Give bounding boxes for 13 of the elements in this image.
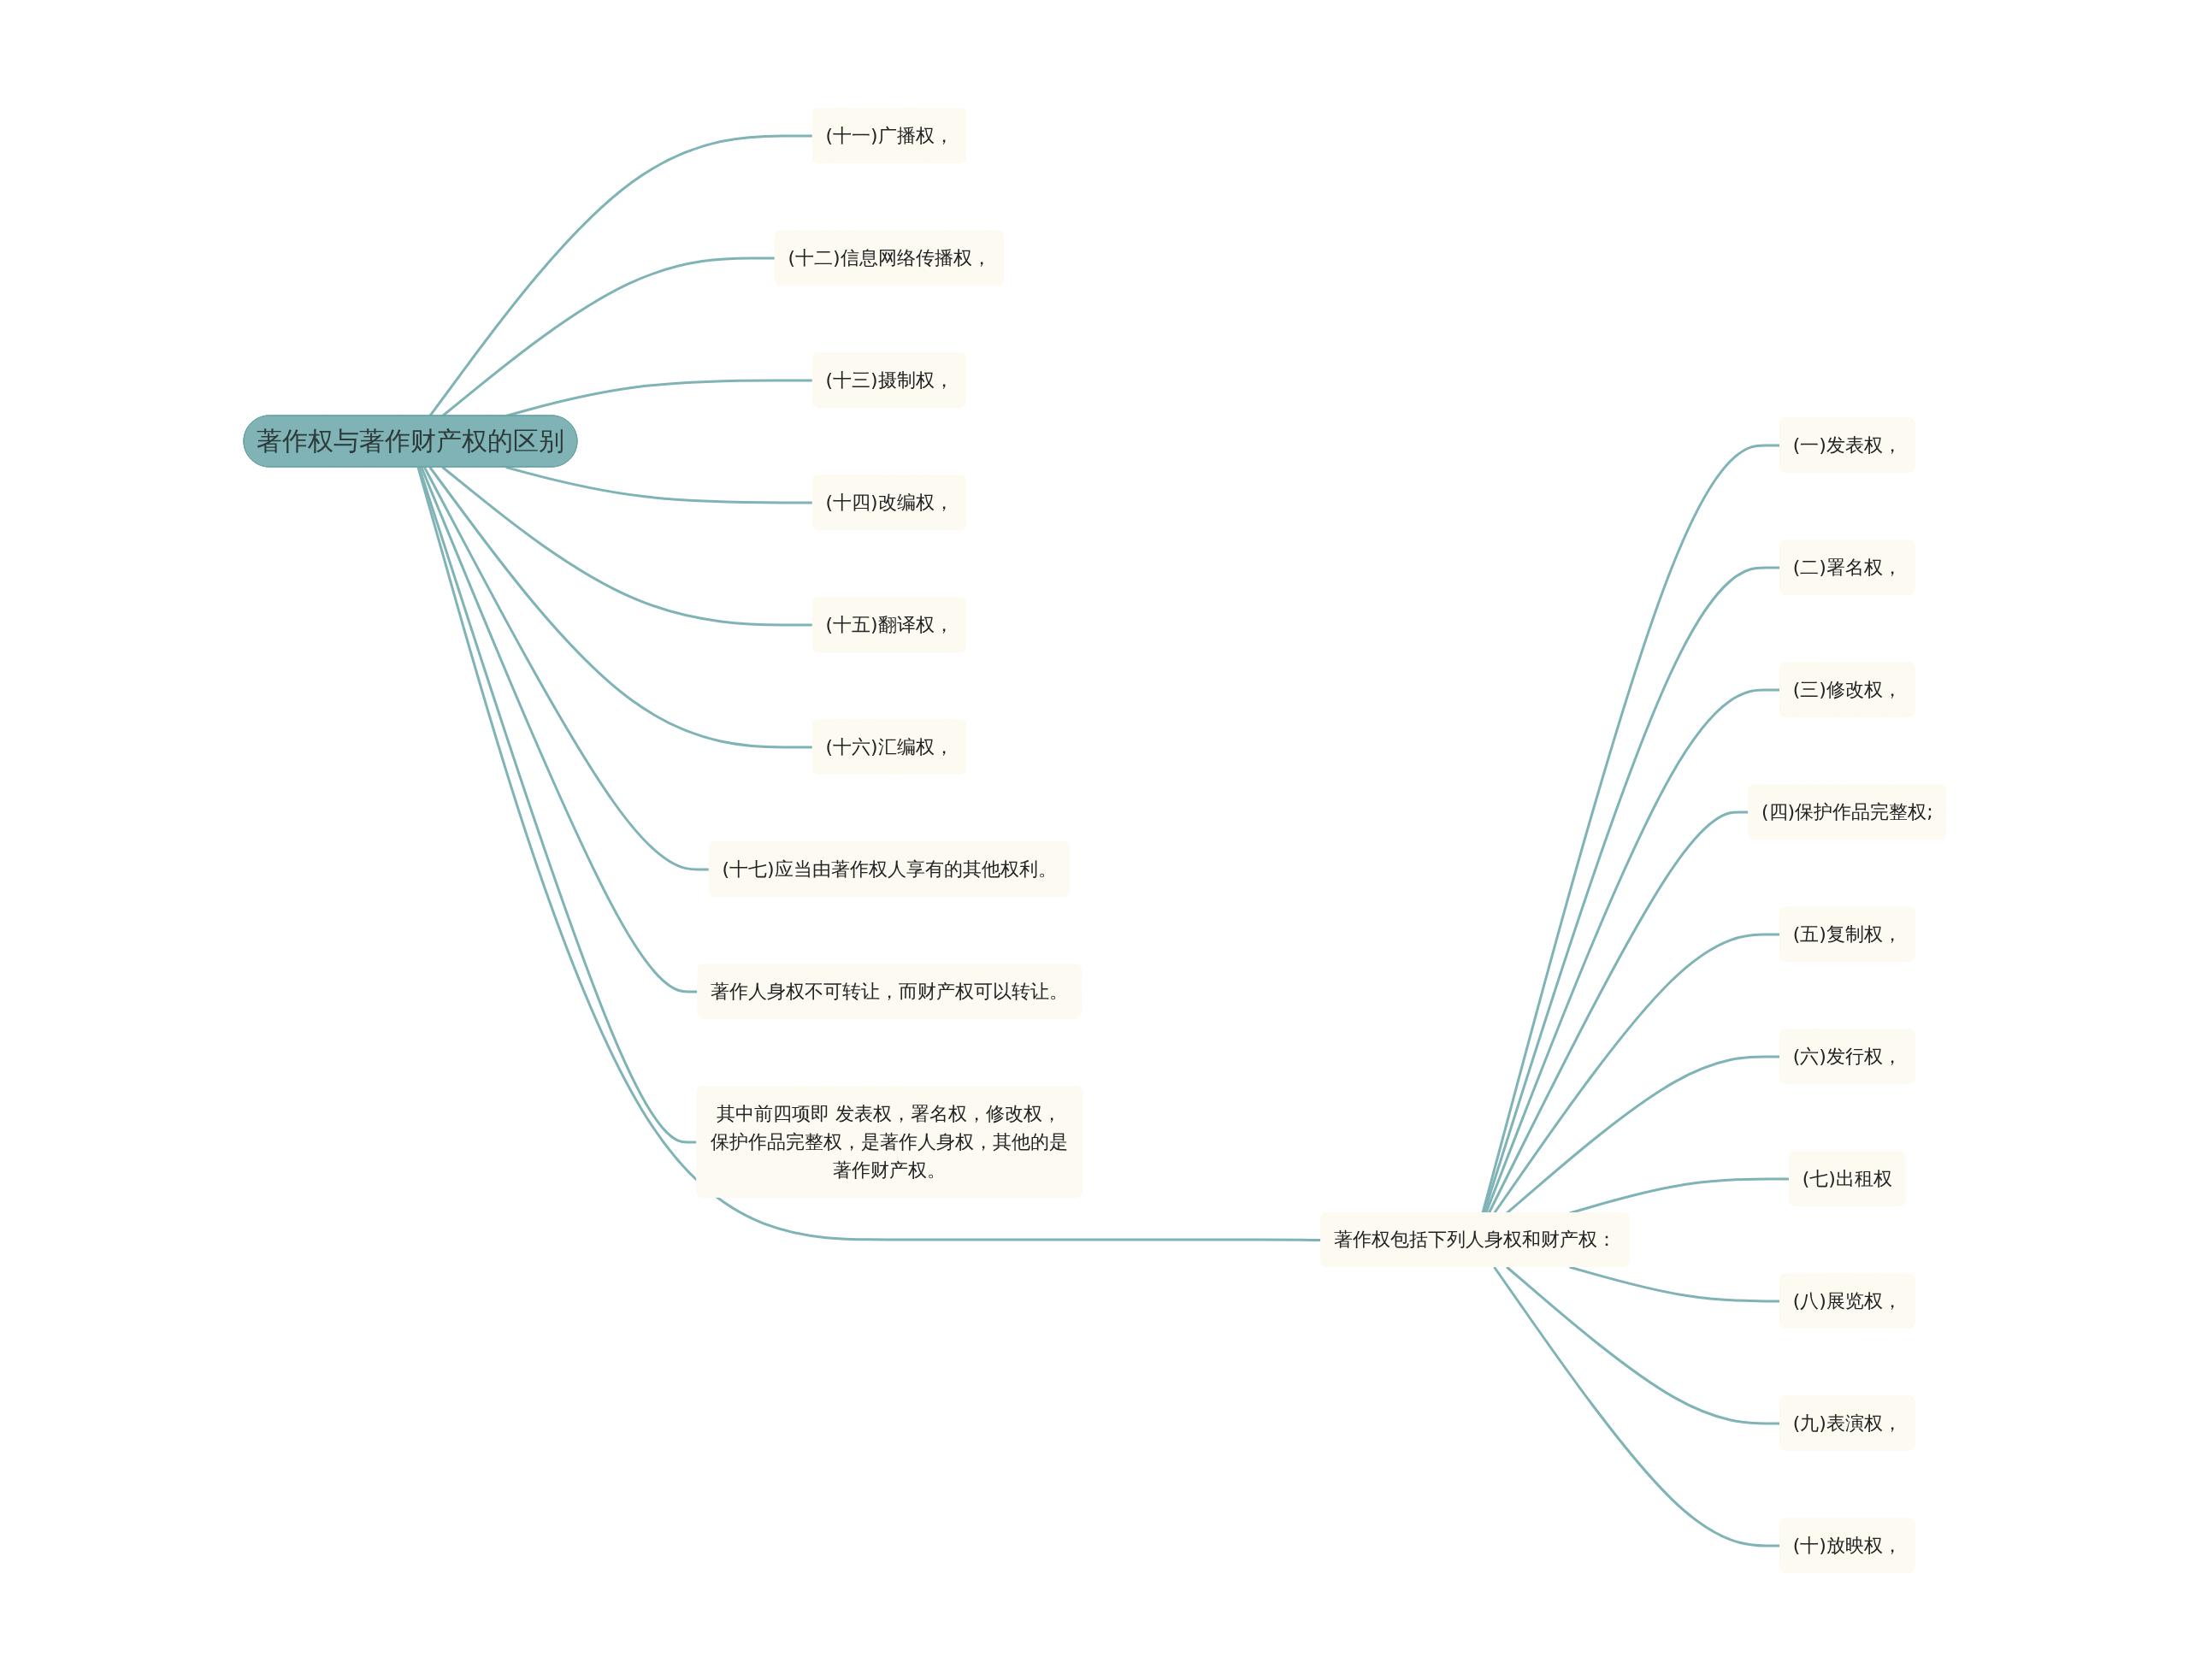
connector <box>422 466 710 870</box>
connector <box>1568 1265 1780 1302</box>
connector <box>420 466 699 993</box>
connector <box>1505 1265 1780 1424</box>
connector <box>1482 565 1780 1213</box>
connector <box>1481 443 1780 1213</box>
connector <box>441 465 813 626</box>
connector <box>416 466 1322 1241</box>
connector <box>1493 1265 1780 1547</box>
connector <box>428 133 813 416</box>
connector <box>428 466 813 748</box>
connector <box>505 465 813 504</box>
connector <box>417 466 698 1143</box>
